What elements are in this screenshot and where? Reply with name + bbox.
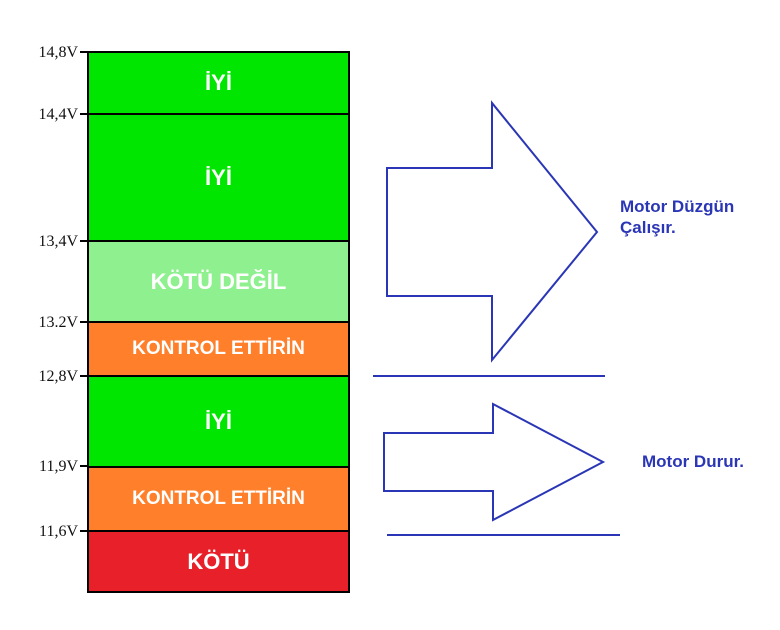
note-motor-runs: Motor Düzgün Çalışır. <box>620 197 735 237</box>
band-good-top: İYİ <box>89 53 348 115</box>
lower-arrow-icon <box>383 402 606 522</box>
upper-arrow-icon <box>386 100 599 363</box>
note-motor-stops: Motor Durur. <box>642 452 744 471</box>
band-good-lower: İYİ <box>89 377 348 468</box>
band-good-upper: İYİ <box>89 115 348 242</box>
band-not-bad: KÖTÜ DEĞİL <box>89 242 348 323</box>
tick-mark <box>80 530 88 532</box>
tick-mark <box>80 240 88 242</box>
voltage-label-14-4: 14,4V <box>38 106 78 123</box>
voltage-label-11-6: 11,6V <box>39 523 78 540</box>
voltage-label-11-9: 11,9V <box>39 458 78 475</box>
band-label: KÖTÜ <box>187 548 250 574</box>
voltage-label-12-8: 12,8V <box>38 368 78 385</box>
tick-mark <box>80 113 88 115</box>
tick-mark <box>80 375 88 377</box>
voltage-label-14-8: 14,8V <box>38 44 78 61</box>
voltage-label-13-2: 13.2V <box>38 314 78 331</box>
voltage-label-13-4: 13,4V <box>38 233 78 250</box>
band-bad: KÖTÜ <box>89 532 348 591</box>
voltage-band-stack: İYİ İYİ KÖTÜ DEĞİL KONTROL ETTİRİN İYİ K… <box>87 51 350 593</box>
band-label: KÖTÜ DEĞİL <box>150 268 287 294</box>
band-label: KONTROL ETTİRİN <box>132 488 305 509</box>
tick-mark <box>80 51 88 53</box>
band-label: İYİ <box>205 408 232 434</box>
tick-mark <box>80 465 88 467</box>
band-check-lower: KONTROL ETTİRİN <box>89 468 348 532</box>
tick-mark <box>80 321 88 323</box>
band-check-upper: KONTROL ETTİRİN <box>89 323 348 377</box>
band-label: KONTROL ETTİRİN <box>132 338 305 359</box>
band-label: İYİ <box>205 70 232 95</box>
band-label: İYİ <box>205 164 232 190</box>
